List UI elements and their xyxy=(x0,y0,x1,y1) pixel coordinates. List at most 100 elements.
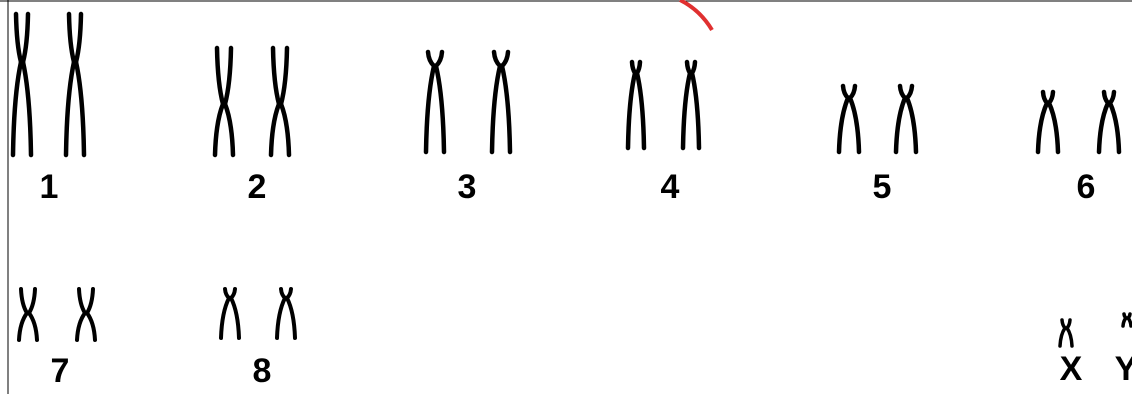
pair-label-8: 8 xyxy=(253,352,272,390)
chromatid-arm xyxy=(23,14,28,62)
chromatid-arm xyxy=(16,14,21,62)
chromatid-arm xyxy=(1124,314,1126,318)
chromatid-arm xyxy=(273,48,279,104)
chromatid-arm xyxy=(683,73,690,148)
chromatid-arm xyxy=(281,289,285,298)
chromatid-arm xyxy=(231,298,239,338)
pair-label-2: 2 xyxy=(248,168,267,206)
pair-label-5: 5 xyxy=(873,168,892,206)
chromosome-8-b xyxy=(277,289,295,338)
chromatid-arm xyxy=(1110,103,1119,152)
chromosome-layer xyxy=(13,14,1131,346)
chromosome-4-a xyxy=(628,62,644,148)
chromatid-arm xyxy=(850,98,859,152)
chromatid-arm xyxy=(23,62,31,155)
chromatid-arm xyxy=(69,14,74,62)
chromatid-arm xyxy=(271,104,279,155)
chromatid-arm xyxy=(225,48,231,104)
chromatid-arm xyxy=(1067,320,1070,328)
chromatid-arm xyxy=(907,98,916,152)
chromatid-arm xyxy=(1062,320,1065,328)
chromatid-arm xyxy=(19,313,27,340)
chromatid-arm xyxy=(29,289,35,313)
chromatid-arm xyxy=(839,98,848,152)
chromatid-arm xyxy=(687,62,690,73)
chromatid-arm xyxy=(29,313,37,340)
chromatid-arm xyxy=(502,66,510,152)
chromosome-3-b xyxy=(492,52,510,152)
chromatid-arm xyxy=(843,86,848,98)
chromatid-arm xyxy=(1104,92,1108,103)
chromosome-5-a xyxy=(839,86,859,152)
chromosome-7-b xyxy=(77,289,95,340)
chromatid-arm xyxy=(277,298,285,338)
chromatid-arm xyxy=(637,73,644,148)
pair-label-4: 4 xyxy=(661,168,680,206)
chromatid-arm xyxy=(21,289,27,313)
chromatid-arm xyxy=(896,98,905,152)
chromosome-y xyxy=(1123,314,1131,326)
chromatid-arm xyxy=(900,86,905,98)
chromatid-arm xyxy=(1067,328,1072,346)
chromatid-arm xyxy=(502,52,508,66)
chromatid-arm xyxy=(87,313,95,340)
chromatid-arm xyxy=(692,73,699,148)
chromatid-arm xyxy=(1060,328,1065,346)
chromatid-arm xyxy=(76,62,84,155)
chromatid-arm xyxy=(215,104,223,155)
sex-label-x: X xyxy=(1060,350,1083,388)
chromatid-arm xyxy=(79,289,85,313)
chromatid-arm xyxy=(225,289,229,298)
chromosome-1-b xyxy=(66,14,84,155)
chromosome-4-b xyxy=(683,62,699,148)
chromatid-arm xyxy=(436,66,444,152)
chromatid-arm xyxy=(76,14,81,62)
chromatid-arm xyxy=(628,73,635,148)
watermark-icon xyxy=(680,0,712,30)
chromatid-arm xyxy=(1038,103,1047,152)
chromatid-arm xyxy=(492,66,500,152)
chromatid-arm xyxy=(221,298,229,338)
chromatid-arm xyxy=(66,62,74,155)
chromosome-2-a xyxy=(215,48,233,155)
chromatid-arm xyxy=(1049,103,1058,152)
chromatid-arm xyxy=(231,289,235,298)
chromatid-arm xyxy=(436,52,442,66)
chromatid-arm xyxy=(907,86,912,98)
chromatid-arm xyxy=(632,62,635,73)
pair-label-3: 3 xyxy=(458,168,477,206)
chromatid-arm xyxy=(1110,92,1114,103)
chromosome-3-a xyxy=(426,52,444,152)
chromosome-x xyxy=(1060,320,1072,346)
chromatid-arm xyxy=(1099,103,1108,152)
chromosome-1-a xyxy=(13,14,31,155)
chromosome-6-b xyxy=(1099,92,1119,152)
chromosome-8-a xyxy=(221,289,239,338)
chromosome-6-a xyxy=(1038,92,1058,152)
pair-label-7: 7 xyxy=(51,352,70,390)
sex-label-y: Y xyxy=(1115,350,1132,388)
chromosome-2-b xyxy=(271,48,289,155)
chromatid-arm xyxy=(692,62,695,73)
chromatid-arm xyxy=(13,62,21,155)
chromatid-arm xyxy=(1049,92,1053,103)
chromatid-arm xyxy=(850,86,855,98)
chromatid-arm xyxy=(1043,92,1047,103)
chromosome-5-b xyxy=(896,86,916,152)
pair-label-1: 1 xyxy=(40,168,59,206)
chromatid-arm xyxy=(217,48,223,104)
chromatid-arm xyxy=(225,104,233,155)
pair-label-6: 6 xyxy=(1077,168,1096,206)
chromosome-7-a xyxy=(19,289,37,340)
chromatid-arm xyxy=(287,298,295,338)
chromatid-arm xyxy=(287,289,291,298)
chromatid-arm xyxy=(426,66,434,152)
chromatid-arm xyxy=(87,289,93,313)
chromatid-arm xyxy=(428,52,434,66)
chromatid-arm xyxy=(1128,314,1130,318)
chromatid-arm xyxy=(281,104,289,155)
chromatid-arm xyxy=(494,52,500,66)
chromatid-arm xyxy=(77,313,85,340)
